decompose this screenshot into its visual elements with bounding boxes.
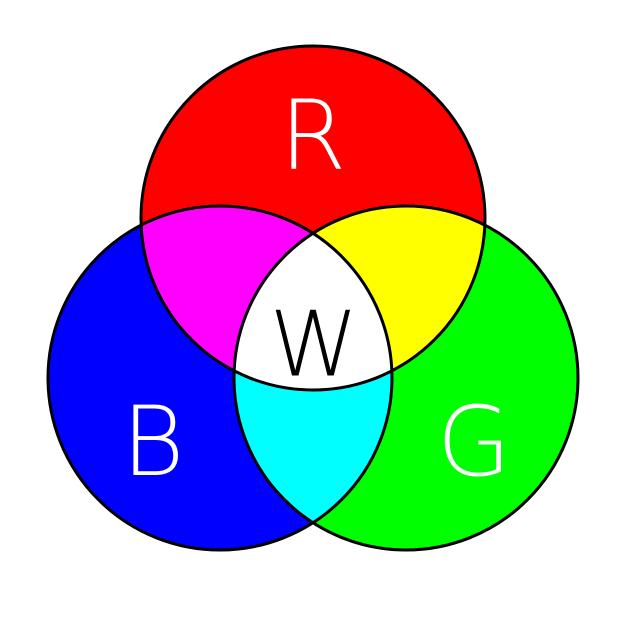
red-label: R (280, 80, 347, 192)
center-label: W (270, 293, 359, 398)
red-circle-outline (139, 44, 487, 392)
blue-circle-outline (46, 204, 394, 552)
blue-label: B (122, 386, 185, 498)
green-label: G (437, 386, 511, 498)
white-center-overlap (234, 206, 392, 390)
green-circle-outline (232, 204, 580, 552)
